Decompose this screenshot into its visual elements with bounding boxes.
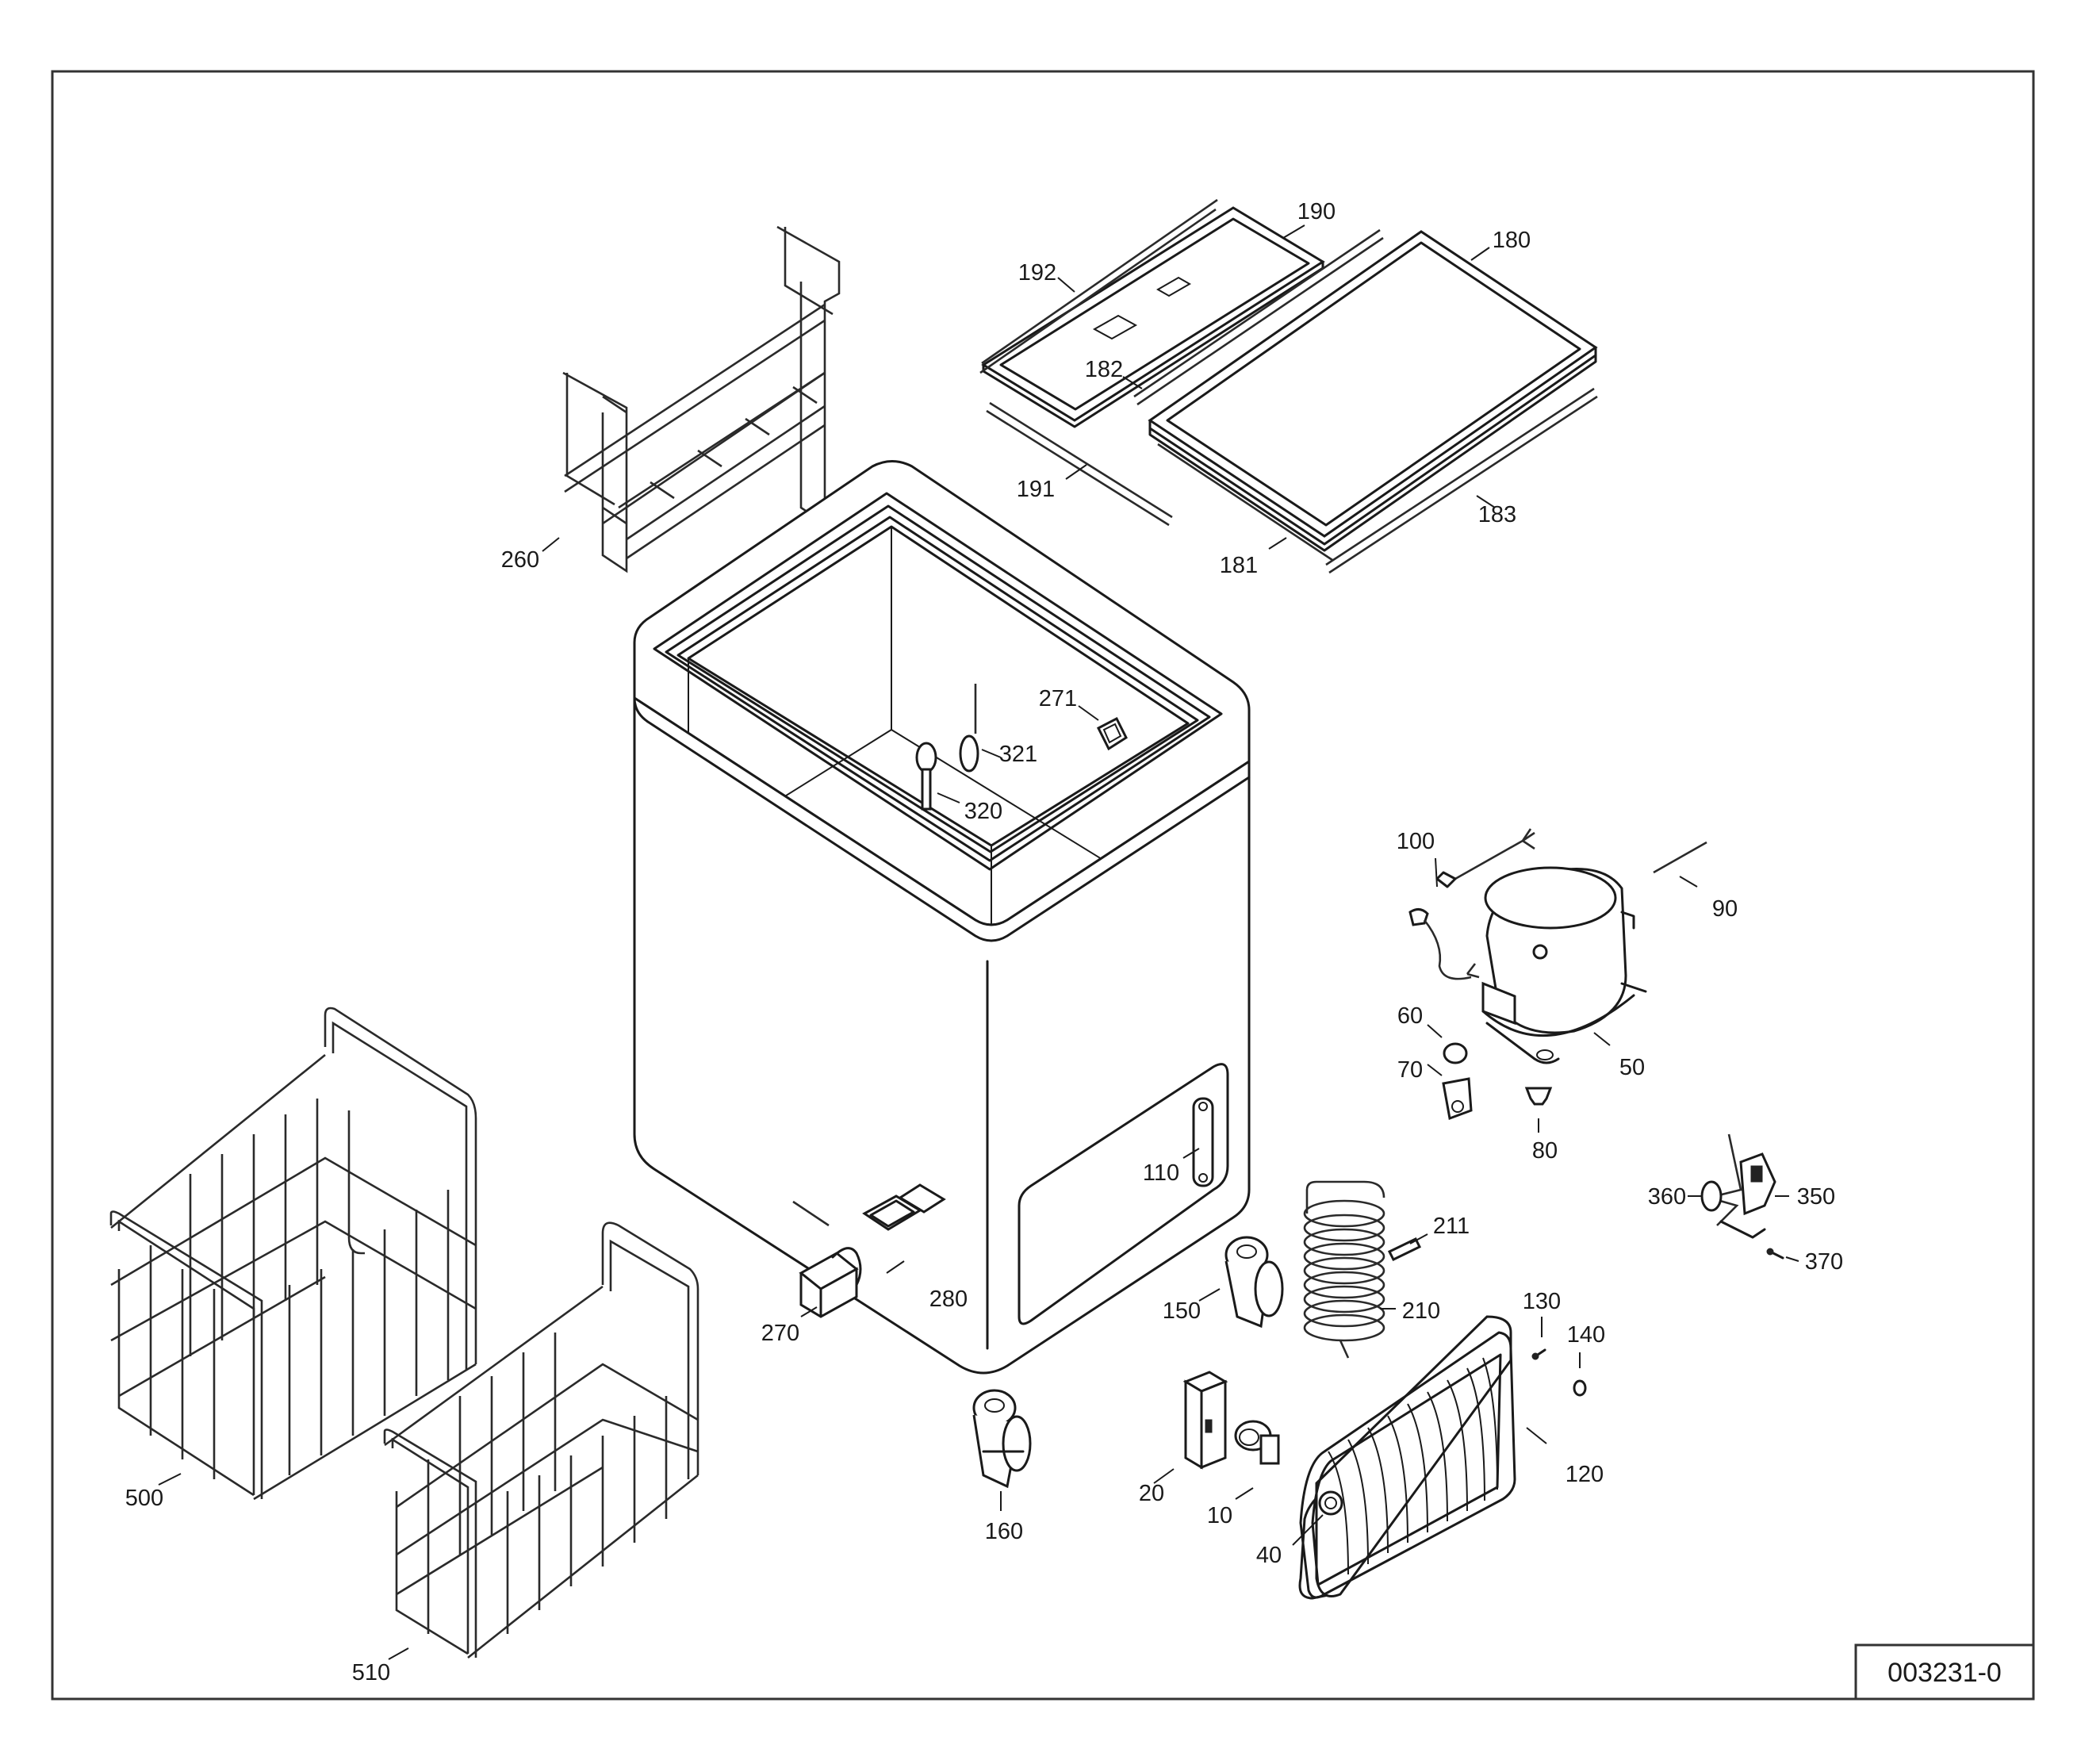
callout-271: 271 (1039, 686, 1077, 711)
divider-rack-260 (562, 225, 841, 573)
wire-basket-510 (383, 1221, 699, 1659)
callout-160: 160 (985, 1519, 1023, 1544)
rear-grille-120 (1298, 1315, 1516, 1600)
callout-183: 183 (1478, 502, 1516, 527)
callout-labels: 190 180 192 182 191 183 181 260 271 321 … (125, 199, 1843, 1685)
caster-160 (972, 1389, 1032, 1489)
compressor-50 (1481, 841, 1707, 1064)
capacitor-10 (1234, 1420, 1280, 1465)
callout-260: 260 (501, 547, 539, 573)
sensor-parts (915, 684, 1128, 811)
callout-10: 10 (1207, 1503, 1232, 1528)
callout-180: 180 (1493, 228, 1531, 253)
callout-140: 140 (1567, 1322, 1605, 1348)
lid-frame-190 (981, 206, 1325, 428)
callout-90: 90 (1712, 896, 1738, 922)
title-block: 003231-0 (1854, 1643, 2035, 1701)
drawing-number: 003231-0 (1887, 1658, 2002, 1688)
lid-assembly (979, 198, 1598, 574)
drain-plug-110 (1192, 1097, 1214, 1187)
callout-280: 280 (929, 1287, 968, 1312)
callout-20: 20 (1139, 1481, 1164, 1506)
lid-panel-180 (1148, 230, 1598, 562)
callout-70: 70 (1397, 1057, 1423, 1083)
callout-190: 190 (1297, 199, 1336, 224)
callout-210: 210 (1402, 1298, 1440, 1324)
callout-100: 100 (1397, 829, 1435, 854)
coil-turns (1303, 1199, 1385, 1342)
callout-150: 150 (1163, 1298, 1201, 1324)
callout-320: 320 (964, 799, 1002, 824)
callout-40: 40 (1256, 1543, 1282, 1568)
condenser-coil-210 (1303, 1180, 1422, 1359)
wire-basket-500 (109, 1007, 477, 1501)
leader-lines (158, 224, 1799, 1660)
freezer-cabinet (633, 460, 1251, 1375)
callout-50: 50 (1619, 1055, 1645, 1080)
electrical-box-20 (1182, 1371, 1228, 1470)
cap-140 (1573, 1379, 1587, 1397)
screw-130 (1531, 1348, 1546, 1360)
relay-parts (1442, 1042, 1553, 1121)
grille-slats (1328, 1357, 1498, 1575)
callout-60: 60 (1397, 1003, 1423, 1029)
callout-270: 270 (761, 1321, 799, 1346)
drawing-frame (51, 70, 2035, 1701)
callout-510: 510 (352, 1660, 390, 1685)
callout-500: 500 (125, 1486, 163, 1511)
callout-370: 370 (1805, 1249, 1843, 1275)
callout-211: 211 (1433, 1214, 1470, 1239)
power-cord-100 (1408, 828, 1535, 980)
callout-191: 191 (1017, 477, 1055, 502)
callout-321: 321 (999, 742, 1037, 767)
callout-360: 360 (1648, 1184, 1686, 1210)
seal-strips (979, 198, 1598, 574)
callout-181: 181 (1220, 553, 1258, 578)
callout-192: 192 (1018, 260, 1056, 286)
thermostat-270 (792, 1200, 862, 1318)
fan-motor-350 (1700, 1133, 1784, 1260)
callout-120: 120 (1566, 1462, 1604, 1487)
callout-80: 80 (1532, 1138, 1558, 1164)
callout-350: 350 (1797, 1184, 1835, 1210)
knob-40 (1318, 1490, 1343, 1516)
callout-110: 110 (1143, 1160, 1179, 1186)
caster-150 (1224, 1236, 1284, 1329)
callout-130: 130 (1523, 1289, 1561, 1314)
callout-182: 182 (1085, 357, 1123, 382)
